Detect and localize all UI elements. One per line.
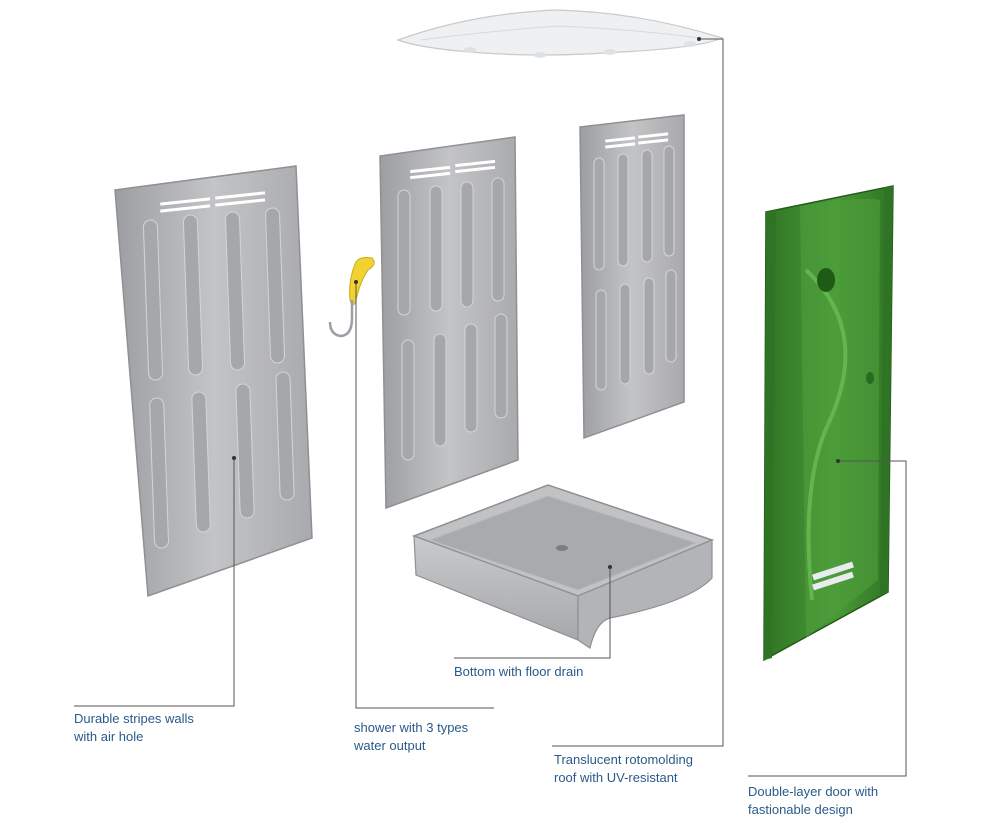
door-leader <box>748 460 907 777</box>
walls-callout-line1: Durable stripes walls <box>74 711 194 726</box>
bottom-callout: Bottom with floor drain <box>454 663 583 681</box>
bottom-leader <box>454 567 611 659</box>
shower-callout-line1: shower with 3 types <box>354 720 469 735</box>
right-wall-panel <box>579 114 685 440</box>
door-callout-line2: fastionable design <box>748 802 853 817</box>
door-callout: Double-layer door with fastionable desig… <box>748 783 878 819</box>
left-wall-panel <box>114 165 313 598</box>
roof-panel <box>396 9 724 58</box>
roof-leader <box>552 38 724 747</box>
roof-callout-line2: roof with UV-resistant <box>554 770 678 785</box>
shower-head <box>328 257 375 338</box>
walls-callout: Durable stripes walls with air hole <box>74 710 194 746</box>
base-tray <box>411 484 715 649</box>
roof-callout-line1: Translucent rotomolding <box>554 752 693 767</box>
leader-dots <box>232 37 840 569</box>
shower-leader <box>355 282 494 709</box>
shower-callout: shower with 3 types water output <box>354 719 468 755</box>
shower-callout-line2: water output <box>354 738 426 753</box>
leader-lines <box>74 38 907 777</box>
middle-wall-panel <box>379 136 519 510</box>
door-panel <box>763 185 894 662</box>
door-callout-line1: Double-layer door with <box>748 784 879 799</box>
bottom-callout-line1: Bottom with floor drain <box>454 664 584 679</box>
walls-leader <box>74 458 235 707</box>
roof-callout: Translucent rotomolding roof with UV-res… <box>554 751 693 787</box>
walls-callout-line2: with air hole <box>74 729 144 744</box>
